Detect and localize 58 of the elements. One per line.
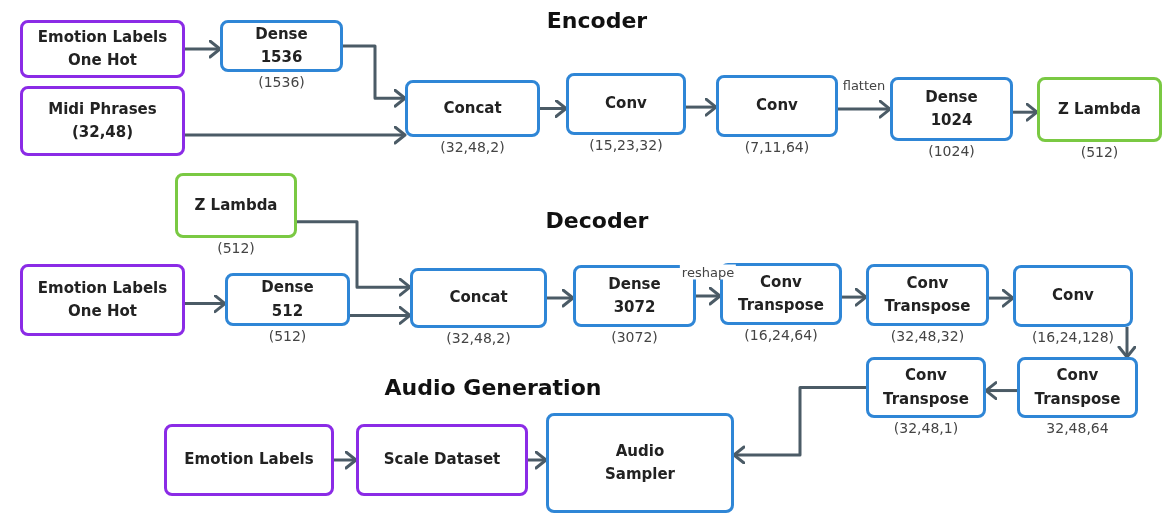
section-heading: Audio Generation <box>384 375 602 400</box>
latent-box: Z Lambda <box>175 173 297 238</box>
shape-label: (15,23,32) <box>589 137 663 153</box>
shape-label: (3072) <box>611 329 658 345</box>
input-box: Emotion Labels One Hot <box>20 20 185 78</box>
shape-label: (32,48,2) <box>446 330 511 346</box>
input-box: Scale Dataset <box>356 424 528 496</box>
layer-box: Conv <box>716 75 838 137</box>
shape-label: (16,24,64) <box>744 327 818 343</box>
layer-box: Conv Transpose <box>866 357 986 418</box>
arrow <box>838 99 892 119</box>
shape-label: (512) <box>1080 144 1119 160</box>
arrow <box>350 305 412 325</box>
arrow <box>343 44 407 108</box>
arrow <box>696 286 722 306</box>
shape-label: (32,48,2) <box>440 139 505 155</box>
arrow <box>334 450 358 470</box>
section-heading: Decoder <box>545 208 649 233</box>
shape-label: 32,48,64 <box>1046 420 1109 436</box>
input-box: Midi Phrases (32,48) <box>20 86 185 156</box>
arrow <box>989 288 1015 308</box>
edge-label: reshape <box>679 264 737 280</box>
arrow <box>185 294 227 314</box>
shape-label: (32,48,32) <box>890 328 965 344</box>
arrow <box>842 287 868 307</box>
input-box: Emotion Labels One Hot <box>20 264 185 336</box>
layer-box: Dense 1024 <box>890 77 1013 141</box>
arrow <box>540 99 568 118</box>
arrow <box>297 220 412 297</box>
arrow <box>185 39 222 59</box>
arrow <box>1117 327 1137 359</box>
layer-box: Conv <box>1013 265 1133 327</box>
arrow <box>547 288 575 308</box>
arrow <box>686 97 718 117</box>
layer-box: Conv Transpose <box>866 264 989 326</box>
shape-label: (512) <box>268 328 307 344</box>
edge-label: flatten <box>840 77 888 93</box>
input-box: Emotion Labels <box>164 424 334 496</box>
layer-box: Audio Sampler <box>546 413 734 513</box>
layer-box: Concat <box>410 268 547 328</box>
layer-box: Concat <box>405 80 540 137</box>
latent-box: Z Lambda <box>1037 77 1162 142</box>
shape-label: (512) <box>217 240 255 256</box>
layer-box: Conv <box>566 73 686 135</box>
layer-box: Dense 1536 <box>220 20 343 72</box>
arrow <box>185 125 407 145</box>
layer-box: Conv Transpose <box>1017 357 1138 418</box>
shape-label: (1536) <box>258 74 305 90</box>
arrow <box>1013 102 1039 122</box>
arrow <box>732 386 866 465</box>
section-heading: Encoder <box>546 8 648 33</box>
shape-label: (16,24,128) <box>1031 329 1115 345</box>
shape-label: (32,48,1) <box>893 420 959 436</box>
arrow <box>528 450 548 470</box>
shape-label: (1024) <box>928 143 975 159</box>
arrow <box>984 381 1017 401</box>
shape-label: (7,11,64) <box>744 139 810 155</box>
layer-box: Dense 512 <box>225 273 350 326</box>
